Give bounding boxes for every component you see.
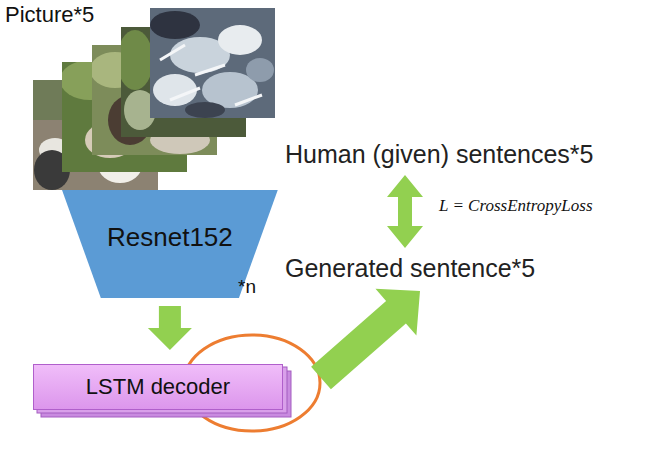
decoder-box: LSTM decoder (33, 364, 283, 410)
node-text: Human (given) sentences*5 (285, 140, 594, 168)
block-arrow (311, 289, 420, 390)
trapezoid-fill (62, 190, 278, 298)
block-arrow (387, 175, 423, 248)
node-text: Resnet152 (107, 222, 233, 253)
photo (150, 8, 275, 118)
edge-label: L = CrossEntropyLoss (437, 196, 595, 216)
node-text: LSTM decoder (86, 374, 230, 400)
node-text: Generated sentence*5 (285, 254, 535, 282)
sentence-text: Human (given) sentences*5 (285, 140, 594, 169)
input-label: Picture*5 (5, 2, 94, 28)
block-arrow (148, 306, 192, 350)
repeat-label: *n (238, 276, 256, 298)
sentence-text: Generated sentence*5 (285, 254, 535, 283)
